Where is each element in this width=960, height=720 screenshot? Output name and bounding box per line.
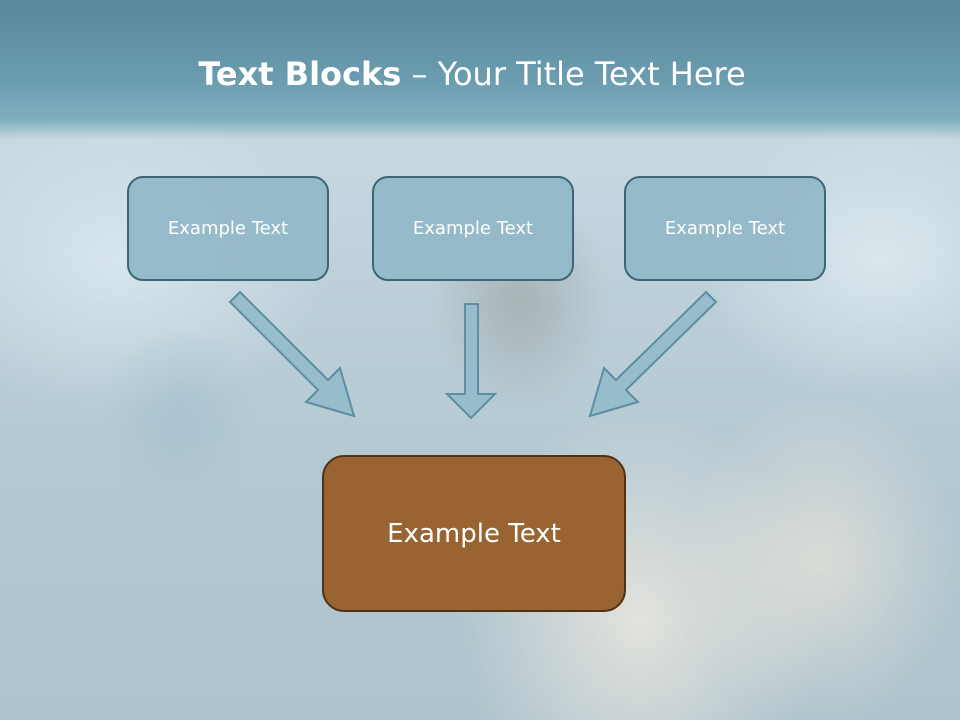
text-block-3[interactable]: Example Text <box>624 176 826 281</box>
arrow-down-icon <box>444 303 498 420</box>
arrow-down-left-icon <box>588 290 718 418</box>
result-block[interactable]: Example Text <box>322 455 626 612</box>
slide-title-rest: – Your Title Text Here <box>401 55 746 93</box>
slide-title-bold: Text Blocks <box>198 55 402 93</box>
slide-title: Text Blocks – Your Title Text Here <box>0 52 944 96</box>
result-block-label: Example Text <box>387 518 561 549</box>
text-block-2[interactable]: Example Text <box>372 176 574 281</box>
text-block-3-label: Example Text <box>664 218 786 239</box>
text-block-1[interactable]: Example Text <box>127 176 329 281</box>
title-bar <box>0 0 960 140</box>
text-block-1-label: Example Text <box>167 218 289 239</box>
arrow-down-right-icon <box>228 290 356 418</box>
text-block-2-label: Example Text <box>412 218 534 239</box>
